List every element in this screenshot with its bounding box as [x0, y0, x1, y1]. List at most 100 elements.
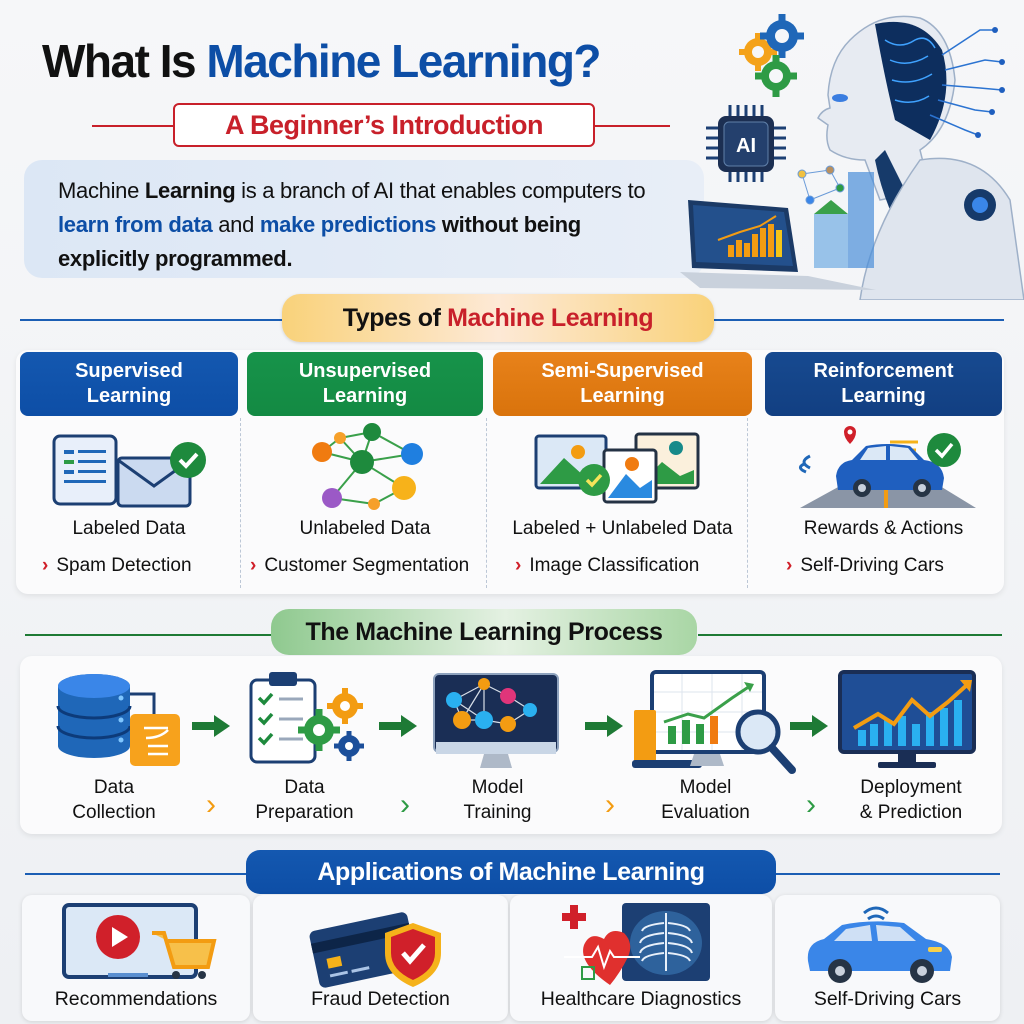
types-section-title: Types of Machine Learning	[282, 294, 714, 342]
type-title: Learning	[86, 385, 172, 407]
database-icon	[56, 674, 180, 766]
subtitle-rule-right	[594, 125, 670, 127]
step-label: & Prediction	[859, 802, 963, 823]
connected-car-icon	[807, 906, 952, 983]
intro-text: Machine	[58, 178, 145, 203]
step-label: Training	[463, 802, 532, 823]
intro-highlight-learn: learn from data	[58, 212, 213, 237]
title-highlight: Machine Learning?	[206, 35, 601, 87]
growth-chart-monitor-icon	[838, 670, 976, 768]
intro-bold-end: without being explicitly programmed.	[58, 212, 581, 271]
type-example: › Spam Detection	[42, 555, 192, 577]
video-cart-icon	[62, 903, 217, 979]
laptop-chart-icon	[680, 200, 876, 290]
process-rule-right	[698, 634, 1002, 636]
type-data-label: Rewards & Actions	[803, 518, 964, 539]
images-check-icon	[534, 432, 700, 504]
type-title: Unsupervised	[298, 360, 432, 382]
chevron-right-icon: ›	[42, 555, 49, 576]
step-label: Preparation	[255, 802, 354, 823]
app-card-healthcare-diagnostics[interactable]: Healthcare Diagnostics	[510, 895, 772, 1021]
process-step-deployment: Deployment & Prediction	[836, 775, 986, 825]
step-label: Deployment	[860, 777, 962, 798]
type-title: Supervised	[75, 360, 183, 382]
chevron-right-icon: ›	[206, 788, 216, 821]
type-title: Semi-Supervised	[541, 360, 704, 382]
types-rule-right	[706, 319, 1004, 321]
type-title: Reinforcement	[813, 360, 954, 382]
robot-icon: AI	[680, 14, 1024, 301]
apps-rule-left	[25, 873, 250, 875]
step-label: Model	[471, 777, 524, 798]
app-card-self-driving-cars[interactable]: Self-Driving Cars	[775, 895, 1000, 1021]
type-data-label: Unlabeled Data	[299, 518, 431, 539]
arrow-right-icon	[790, 715, 828, 737]
apps-rule-right	[775, 873, 1000, 875]
gears-icon	[739, 14, 804, 97]
subtitle: A Beginner’s Introduction	[173, 103, 595, 147]
chevron-right-icon: ›	[806, 788, 816, 821]
apps-section-title: Applications of Machine Learning	[246, 850, 776, 894]
type-data-label: Labeled + Unlabeled Data	[512, 518, 733, 539]
intro-text: is a branch of AI that enables computers…	[235, 178, 646, 203]
app-label: Healthcare Diagnostics	[540, 988, 742, 1010]
card-shield-icon	[309, 912, 441, 988]
hero-robot-illustration: AI	[680, 0, 1024, 301]
chevron-right-icon: ›	[605, 788, 615, 821]
type-title: Learning	[322, 385, 408, 407]
svg-text:AI: AI	[736, 135, 756, 157]
step-label: Evaluation	[661, 802, 750, 823]
process-rule-left	[25, 634, 275, 636]
car-reward-icon	[799, 426, 976, 508]
type-example: › Image Classification	[515, 555, 699, 577]
intro-bold: Learning	[144, 178, 236, 203]
app-label: Fraud Detection	[311, 988, 450, 1010]
step-label: Collection	[72, 802, 156, 823]
chevron-right-icon: ›	[515, 555, 522, 576]
intro-definition: Machine Learning is a branch of AI that …	[24, 160, 704, 278]
page-title: What Is Machine Learning?	[42, 35, 602, 87]
title-prefix: What Is	[42, 35, 207, 87]
types-title-highlight: Machine Learning	[447, 303, 654, 332]
document-envelope-check-icon	[52, 434, 206, 508]
step-label: Model	[679, 777, 732, 798]
intro-text: and	[212, 212, 260, 237]
type-title: Learning	[841, 385, 926, 407]
arrow-right-icon	[379, 715, 417, 737]
type-example-text: Image Classification	[529, 555, 700, 576]
robot-head	[817, 15, 1024, 301]
type-example-text: Customer Segmentation	[264, 555, 470, 576]
type-example: ›Self-Driving Cars	[786, 555, 944, 577]
app-card-fraud-detection[interactable]: Fraud Detection	[253, 895, 508, 1021]
subtitle-rule-left	[92, 125, 174, 127]
cluster-network-icon	[312, 423, 423, 510]
step-label: Data	[284, 777, 325, 798]
arrow-right-icon	[585, 715, 623, 737]
divider	[747, 418, 748, 588]
chart-magnifier-icon	[632, 670, 796, 774]
divider	[240, 418, 241, 588]
subtitle-banner: A Beginner’s Introduction	[68, 103, 688, 147]
step-label: Data	[93, 777, 135, 798]
process-section-title: The Machine Learning Process	[271, 609, 697, 655]
chevron-right-icon: ›	[250, 555, 257, 576]
app-card-recommendations[interactable]: Recommendations	[22, 895, 250, 1021]
heart-xray-icon	[562, 903, 710, 985]
type-data-label: Labeled Data	[72, 518, 186, 539]
network-graph	[797, 165, 845, 205]
chevron-right-icon: ›	[400, 788, 410, 821]
type-title: Learning	[580, 385, 665, 407]
types-title-prefix: Types of	[342, 303, 441, 332]
type-example-text: Spam Detection	[56, 555, 192, 576]
type-example: › Customer Segmentation	[250, 555, 469, 577]
neural-network-monitor-icon	[433, 673, 559, 768]
data-tower	[848, 172, 874, 268]
